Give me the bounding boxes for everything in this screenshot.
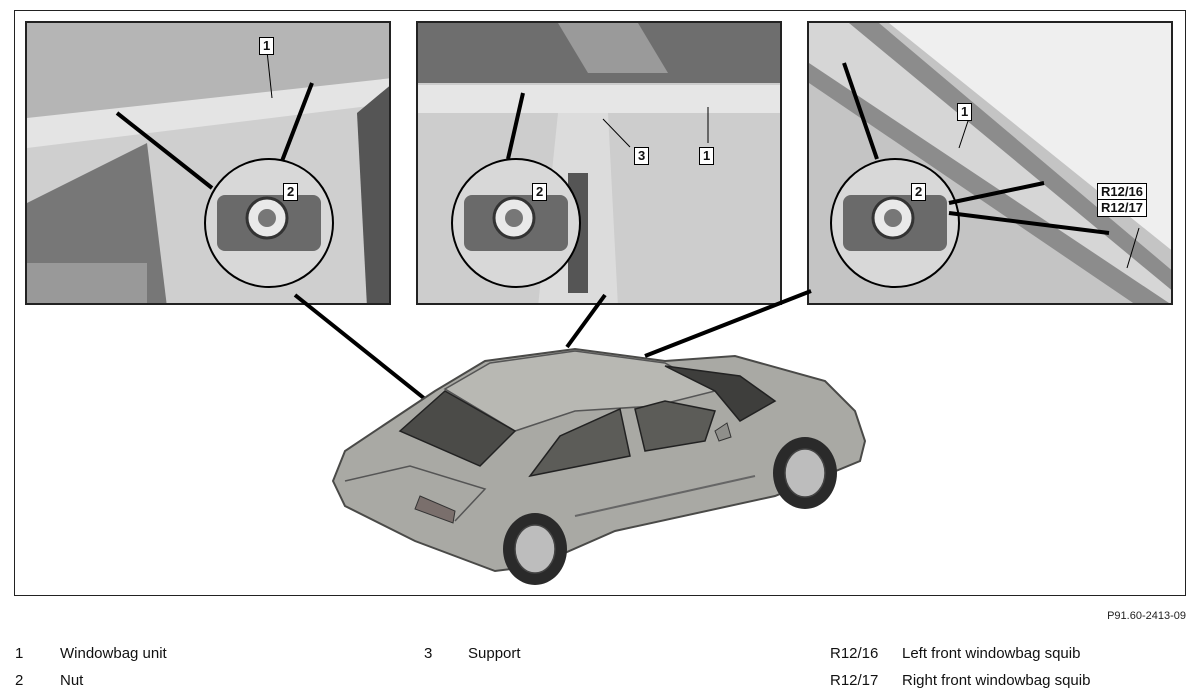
callout-windowbag-unit: 1: [699, 147, 715, 165]
detail-panel-middle: 3 1 2: [416, 21, 782, 305]
legend-number: 3: [424, 645, 433, 662]
callout-windowbag-unit: 1: [259, 37, 275, 55]
legend-text: Left front windowbag squib: [902, 645, 1081, 662]
callout-nut: 2: [283, 183, 299, 201]
legend-text: Support: [468, 645, 521, 662]
legend-text: Nut: [60, 672, 84, 689]
legend-number: 2: [15, 672, 24, 689]
pointer-line-right: [644, 289, 812, 358]
panel-right-photo: [809, 23, 1171, 303]
legend-number: R12/17: [830, 672, 879, 689]
pointer-line-middle: [565, 293, 607, 349]
car-illustration: [293, 289, 867, 585]
legend-number: R12/16: [830, 645, 879, 662]
callout-right-squib: R12/17: [1097, 199, 1147, 217]
detail-panel-right: 1 2 R12/16 R12/17: [807, 21, 1173, 305]
callout-nut: 2: [911, 183, 927, 201]
panel-middle-photo: [418, 23, 780, 303]
callout-windowbag-unit: 1: [957, 103, 973, 121]
callout-support: 3: [634, 147, 650, 165]
pointer-line-left: [293, 293, 427, 401]
rear-window: [398, 390, 517, 467]
legend-text: Windowbag unit: [60, 645, 167, 662]
front-side-window: [634, 400, 716, 452]
rear-side-window: [528, 407, 631, 478]
detail-panel-left: 1 2: [25, 21, 391, 305]
legend-text: Right front windowbag squib: [902, 672, 1091, 689]
illustration-frame: 1 2 3 1 2: [14, 10, 1186, 596]
panel-left-photo: [27, 23, 389, 303]
legend-number: 1: [15, 645, 24, 662]
callout-nut: 2: [532, 183, 548, 201]
windshield: [664, 365, 777, 422]
figure-identifier: P91.60-2413-09: [1107, 610, 1186, 622]
